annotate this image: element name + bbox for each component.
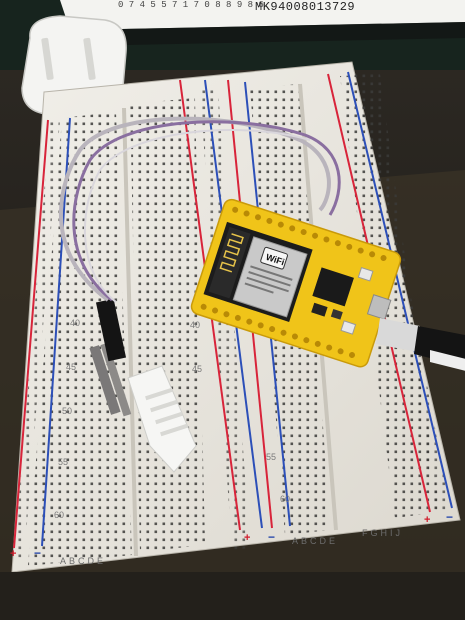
wire-connector: [95, 298, 127, 362]
reset-button: [340, 320, 357, 335]
row-number-60: 60: [54, 510, 65, 520]
row-number-55-right: 55: [266, 452, 277, 462]
nodemcu-board: WiFi: [190, 198, 402, 368]
row-number-60-right: 60: [280, 494, 291, 504]
power-rail-left: [14, 120, 60, 560]
flash-button: [357, 267, 374, 282]
usb-cable: [376, 318, 465, 371]
row-number-45: 45: [66, 362, 77, 372]
center-channel: [122, 107, 138, 557]
row-number-55: 55: [58, 457, 69, 467]
wire-gray-2: [83, 129, 311, 303]
bottom-floor: [0, 572, 465, 620]
dht-sensor: [89, 342, 197, 473]
box-label: MK94008013729: [255, 0, 356, 14]
micro-usb-port: [366, 294, 392, 320]
column-letters-left: ABCDE: [60, 556, 107, 566]
box: [60, 0, 465, 30]
rail-red-left: [13, 119, 49, 549]
column-letters-right-a: ABCDE: [292, 536, 339, 546]
wire-gray: [59, 116, 331, 302]
rail-blue-right: [347, 71, 453, 509]
power-plus-right: +: [424, 514, 431, 526]
power-plus-mid: +: [244, 532, 251, 544]
hole-grid-left: [28, 112, 132, 566]
usb-serial-chip: [312, 267, 354, 307]
power-minus-left: −: [34, 546, 42, 560]
power-minus-right: −: [446, 510, 454, 524]
hole-grid-right: [340, 74, 440, 518]
row-number-50: 50: [62, 406, 73, 416]
row-number-40-center: 40: [190, 320, 201, 330]
box-label-barcode: 0 7 4 5 5 7 1 7 0 8 8 9 8 6: [118, 0, 264, 10]
shield-can: [232, 236, 308, 318]
wire-purple: [72, 120, 341, 302]
power-minus-mid: −: [268, 530, 276, 544]
row-number-45-center: 45: [192, 364, 203, 374]
power-plus-left: +: [10, 548, 17, 560]
row-number-40: 40: [70, 318, 81, 328]
column-letters-right-b: FGHIJ: [362, 528, 403, 538]
box-shadow: [70, 22, 465, 46]
